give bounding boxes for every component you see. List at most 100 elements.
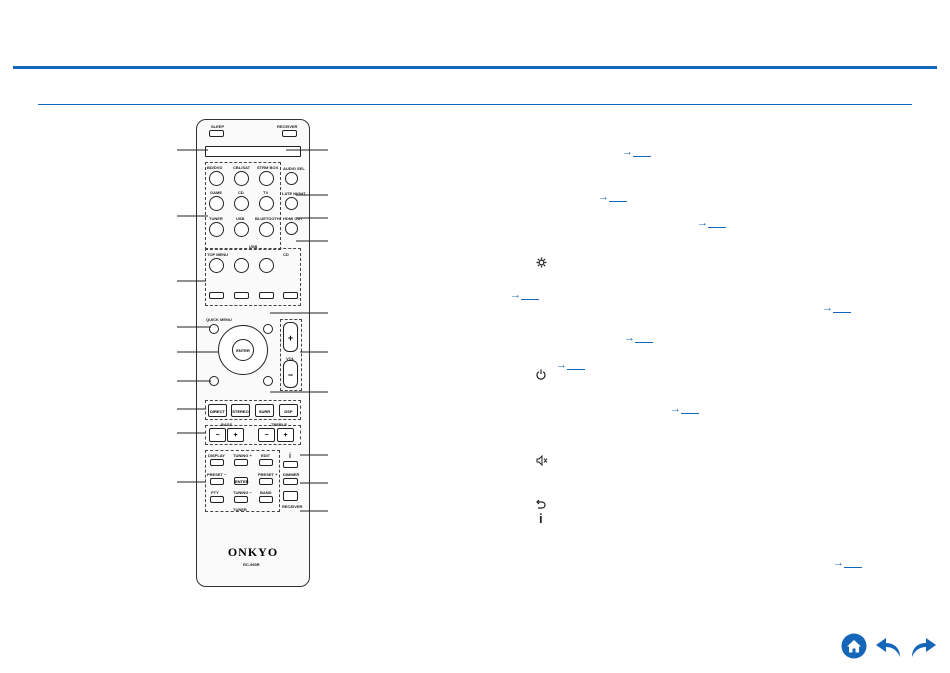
model-label: RC-965R <box>243 562 260 567</box>
dimmer-label: DIMMER <box>283 472 300 477</box>
mute-remote-button[interactable] <box>263 376 273 386</box>
preset-plus-button[interactable] <box>259 478 273 485</box>
edit-button[interactable] <box>259 459 273 466</box>
display-label: DISPLAY <box>208 453 225 458</box>
info-label: i <box>289 453 291 460</box>
bluetooth-button[interactable] <box>259 222 274 237</box>
volume-up-button[interactable]: + <box>283 322 298 352</box>
bass-minus-button[interactable]: − <box>209 428 226 442</box>
stereo-button[interactable]: STEREO <box>231 404 250 417</box>
usb-label: USB <box>236 216 245 221</box>
listening-mode-group <box>205 400 301 420</box>
pty-label: PTY <box>211 490 219 495</box>
vol-label: VOL <box>286 356 295 361</box>
playback-group <box>205 248 301 306</box>
page-ref-2[interactable]: → <box>598 191 627 203</box>
enter-button[interactable]: ENTER <box>232 339 254 361</box>
play-button[interactable] <box>259 258 274 273</box>
game-label: GAME <box>210 190 222 195</box>
game-button[interactable] <box>209 196 224 211</box>
page-ref-6[interactable]: → <box>624 332 653 344</box>
home-icon[interactable] <box>841 633 867 659</box>
hdmi-out-label: HDMI OUT <box>283 216 303 221</box>
back-icon[interactable] <box>874 633 900 659</box>
dimmer-button[interactable] <box>283 478 298 485</box>
tuning-plus-label: TUNING + <box>233 453 252 458</box>
info-button[interactable] <box>283 461 298 468</box>
enter-label: ENTER <box>236 348 250 353</box>
page-ref-1[interactable]: → <box>622 146 651 158</box>
tuner-group-label: TUNER <box>233 507 247 512</box>
bass-label: BASS <box>221 422 233 427</box>
tuner-button[interactable] <box>209 222 224 237</box>
sleep-button[interactable] <box>209 130 224 137</box>
pause-button[interactable] <box>234 258 249 273</box>
receiver-power-button[interactable] <box>282 130 297 137</box>
page-ref-4[interactable]: → <box>510 289 539 301</box>
dsp-button[interactable]: DSP <box>279 404 298 417</box>
preset-minus-label: PRESET − <box>207 472 227 477</box>
treble-label: TREBLE <box>271 422 287 427</box>
cbl-sat-button[interactable] <box>234 171 249 186</box>
tuning-minus-button[interactable] <box>234 496 248 503</box>
usb-button[interactable] <box>234 222 249 237</box>
strm-box-button[interactable] <box>259 171 274 186</box>
display-button[interactable] <box>210 459 224 466</box>
page-ref-3[interactable]: → <box>697 217 726 229</box>
page-ref-8[interactable]: → <box>670 403 699 415</box>
treble-minus-button[interactable]: − <box>258 428 275 442</box>
return-remote-button[interactable] <box>209 376 219 386</box>
page-ref-7[interactable]: → <box>556 359 585 371</box>
edit-label: EDIT <box>261 453 271 458</box>
bd-dvd-button[interactable] <box>209 171 224 186</box>
page-ref-5[interactable]: → <box>822 302 851 314</box>
usb-group-label: USB <box>249 244 258 249</box>
pty-button[interactable] <box>210 496 224 503</box>
band-label: BAND <box>260 490 272 495</box>
skip-back-button[interactable] <box>259 292 274 299</box>
tuning-minus-label: TUNING − <box>233 490 252 495</box>
forward-icon[interactable] <box>908 633 938 659</box>
fast-forward-button[interactable] <box>234 292 249 299</box>
home-remote-button[interactable] <box>263 324 273 334</box>
surr-button[interactable]: SURR <box>255 404 274 417</box>
treble-plus-button[interactable]: + <box>277 428 294 442</box>
mute-icon <box>536 454 548 469</box>
bd-dvd-label: BD/DVD <box>207 165 223 170</box>
bluetooth-label: BLUETOOTH <box>255 216 280 221</box>
volume-down-button[interactable]: − <box>283 360 298 388</box>
tuner-group <box>205 450 280 512</box>
gear-icon <box>536 257 547 271</box>
preset-plus-label: PRESET + <box>258 472 278 477</box>
cbl-sat-label: CBL/SAT <box>233 165 251 170</box>
cd-button[interactable] <box>234 196 249 211</box>
input-buttons-group <box>205 162 281 250</box>
tuner-enter-button[interactable]: ENTER <box>234 477 249 485</box>
remote-display-window <box>205 146 301 157</box>
rewind-button[interactable] <box>209 292 224 299</box>
skip-forward-button[interactable] <box>283 292 298 299</box>
audio-sel-label: AUDIO SEL <box>283 166 305 171</box>
bass-plus-button[interactable]: + <box>227 428 244 442</box>
audio-sel-button[interactable] <box>285 172 298 185</box>
volume-group <box>280 319 302 391</box>
hdmi-cec-button[interactable] <box>283 491 298 501</box>
receiver-label: RECEIVER <box>277 124 298 129</box>
preset-minus-button[interactable] <box>210 478 224 485</box>
quick-menu-button[interactable] <box>209 324 219 334</box>
power-icon <box>536 369 546 383</box>
direct-button[interactable]: DIRECT <box>208 404 227 417</box>
header-rule <box>13 66 937 69</box>
remote-illustration: SLEEP RECEIVER BD/DVD CBL/SAT STRM BOX G… <box>196 119 310 587</box>
tv-button[interactable] <box>259 196 274 211</box>
page-ref-9[interactable]: → <box>833 557 862 569</box>
late-night-button[interactable] <box>285 197 298 210</box>
top-menu-button[interactable] <box>209 258 224 273</box>
cd-group-label: CD <box>283 252 289 257</box>
return-icon <box>536 499 546 512</box>
top-menu-label: TOP MENU <box>207 252 228 257</box>
tuning-plus-button[interactable] <box>234 459 248 466</box>
hdmi-out-button[interactable] <box>285 222 298 235</box>
band-button[interactable] <box>259 496 273 503</box>
brand-logo: ONKYO <box>227 545 279 559</box>
